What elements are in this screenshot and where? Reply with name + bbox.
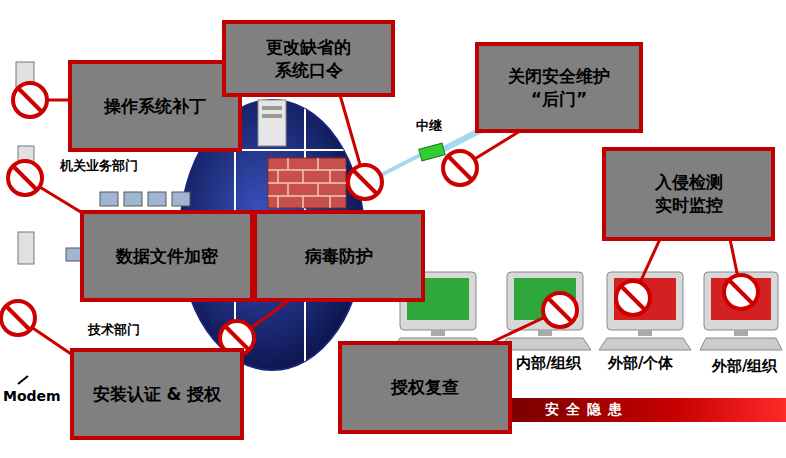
server-slot (262, 114, 282, 118)
box-label: 入侵检测 实时监控 (646, 171, 731, 217)
server-slot (262, 106, 282, 110)
part-label: 机关业务部门 (60, 158, 138, 174)
monitor-frame (607, 272, 683, 330)
measure-box: 授权复查 (338, 341, 512, 434)
measure-box: 安装认证 & 授权 (70, 348, 244, 440)
monitor-frame (507, 272, 583, 330)
box-label: 更改缺省的 系统口令 (261, 36, 356, 82)
measure-box: 更改缺省的 系统口令 (222, 20, 395, 97)
measure-box: 操作系统补丁 (68, 60, 242, 152)
firewall-bricks (268, 158, 346, 208)
measure-box: 数据文件加密 (80, 210, 254, 302)
terminal-icon (599, 272, 691, 350)
monitor-stand (431, 330, 445, 336)
no-sign (13, 83, 47, 117)
box-label: 安装认证 & 授权 (93, 383, 222, 406)
danger-bar (512, 398, 786, 422)
no-sign (724, 275, 758, 309)
pc-icon (148, 192, 166, 206)
monitor-frame (704, 272, 778, 330)
measure-box: 关闭安全维护 “后门” (475, 42, 643, 133)
modem-line (18, 376, 28, 384)
firewall-wall (268, 158, 346, 208)
box-label: 操作系统补丁 (104, 95, 206, 118)
monitor-stand (638, 330, 652, 336)
keyboard (499, 338, 591, 350)
no-sign (1, 301, 35, 335)
no-sign (8, 161, 42, 195)
pc-icon (172, 192, 190, 206)
monitor-stand (734, 330, 748, 336)
box-label: 数据文件加密 (116, 245, 218, 268)
pc-icon (124, 192, 142, 206)
terminal-icon (700, 272, 782, 350)
no-sign (543, 293, 577, 327)
server-icon (258, 100, 286, 146)
server-icon (18, 232, 34, 264)
no-sign (616, 281, 650, 315)
part-label: 内部/组织 (516, 354, 581, 372)
monitor-screen (614, 278, 676, 320)
box-label: 授权复查 (391, 376, 459, 399)
keyboard (599, 338, 691, 350)
part-label: 技术部门 (88, 322, 140, 338)
measure-box: 病毒防护 (253, 210, 425, 302)
no-sign (443, 151, 477, 185)
part-label: 外部/个体 (608, 354, 673, 372)
box-label: 病毒防护 (305, 245, 373, 268)
part-label: 外部/组织 (712, 357, 777, 375)
part-label: 安全隐患 (545, 401, 629, 418)
keyboard (700, 338, 782, 350)
measure-box: 入侵检测 实时监控 (602, 147, 775, 241)
box-label: 关闭安全维护 “后门” (505, 65, 614, 111)
monitor-stand (538, 330, 552, 336)
terminal-icon (499, 272, 591, 350)
part-label: Modem (3, 388, 61, 405)
pc-icon (100, 192, 118, 206)
no-sign (348, 165, 382, 199)
relay-icon (419, 143, 445, 161)
part-label: 中继 (416, 118, 442, 134)
